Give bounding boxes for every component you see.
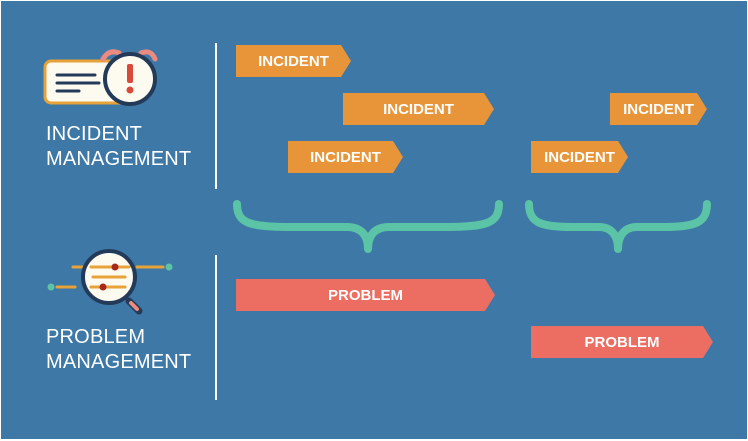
problem-label-line1: PROBLEM [46, 326, 146, 348]
incident-label-line2: MANAGEMENT [46, 148, 192, 170]
incident-tag: INCIDENT [288, 141, 403, 173]
incident-management-label: INCIDENT MANAGEMENT [46, 122, 191, 172]
curly-brace-right [525, 200, 711, 253]
problem-label-line2: MANAGEMENT [46, 351, 192, 373]
alarm-clock-notification-icon [43, 49, 158, 106]
incident-label-line1: INCIDENT [46, 123, 143, 145]
incident-tag: INCIDENT [531, 141, 628, 173]
problem-management-label: PROBLEM MANAGEMENT [46, 325, 191, 375]
incident-divider [215, 43, 217, 189]
problem-tag: PROBLEM [531, 326, 713, 358]
problem-divider [215, 255, 217, 400]
problem-tag: PROBLEM [236, 279, 495, 311]
incident-tag: INCIDENT [236, 45, 351, 77]
curly-brace-left [233, 200, 503, 253]
incident-tag: INCIDENT [343, 93, 494, 125]
incident-tag: INCIDENT [610, 93, 707, 125]
magnifier-analysis-icon [47, 249, 173, 315]
